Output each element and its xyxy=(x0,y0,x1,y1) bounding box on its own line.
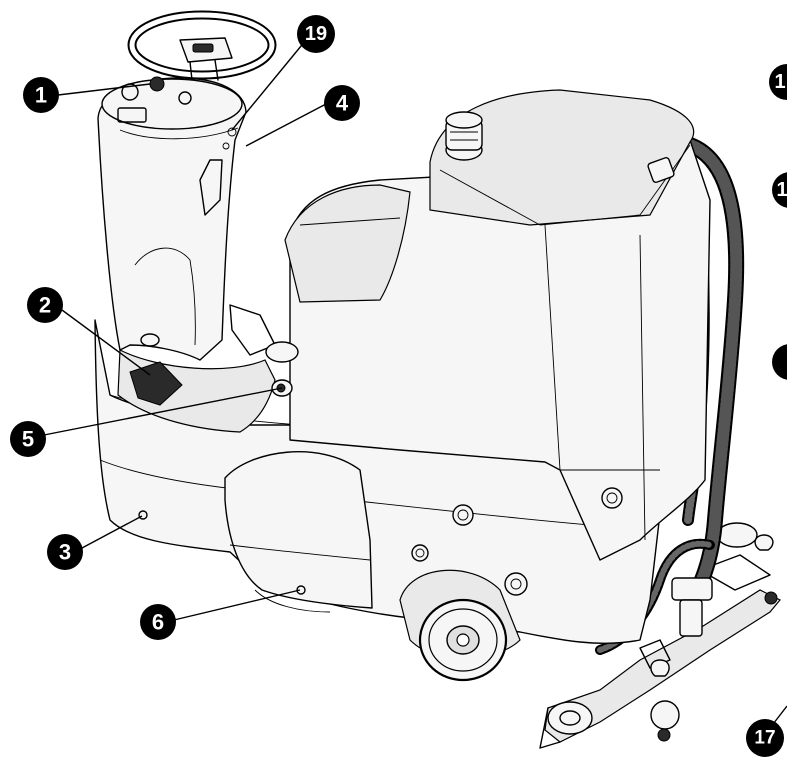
body-plugs xyxy=(138,487,623,596)
callouts: 1 19 4 2 5 3 6 17 xyxy=(10,15,787,757)
svg-text:2: 2 xyxy=(39,293,51,318)
leader-line-6 xyxy=(173,589,301,621)
seat xyxy=(284,184,411,303)
callout-5: 5 xyxy=(10,421,46,457)
svg-text:17: 17 xyxy=(754,728,775,749)
svg-text:4: 4 xyxy=(336,91,349,116)
callout-4: 4 xyxy=(324,85,360,121)
callout-right-edge-a: 1 xyxy=(769,64,787,100)
leader-line-3 xyxy=(81,515,143,549)
callout-2: 2 xyxy=(27,287,63,323)
steering-wheel xyxy=(127,10,277,81)
callout-1: 1 xyxy=(23,77,59,113)
leader-line-1 xyxy=(57,83,151,96)
leader-line-2 xyxy=(61,309,151,376)
leader-lines xyxy=(43,39,787,729)
squeegee-assembly xyxy=(539,522,781,749)
callout-6: 6 xyxy=(140,604,176,640)
leader-line-4 xyxy=(245,103,327,147)
svg-text:1: 1 xyxy=(35,83,47,108)
scrubber-machine-illustration xyxy=(94,10,781,749)
svg-text:19: 19 xyxy=(305,23,327,45)
callout-right-edge-c xyxy=(772,344,787,380)
svg-text:1: 1 xyxy=(776,179,787,201)
callout-19: 19 xyxy=(297,15,335,53)
leader-line-5 xyxy=(43,387,283,436)
svg-text:6: 6 xyxy=(152,610,164,635)
callout-17: 17 xyxy=(746,719,784,757)
svg-text:1: 1 xyxy=(774,71,785,93)
side-panel xyxy=(224,451,373,609)
rear-wheel xyxy=(399,569,521,682)
leader-line-19 xyxy=(231,39,307,131)
callout-3: 3 xyxy=(47,534,83,570)
svg-text:3: 3 xyxy=(59,540,71,565)
svg-text:5: 5 xyxy=(22,427,34,452)
callout-right-edge-b: 1 xyxy=(772,172,787,208)
tank-cap xyxy=(445,111,483,161)
